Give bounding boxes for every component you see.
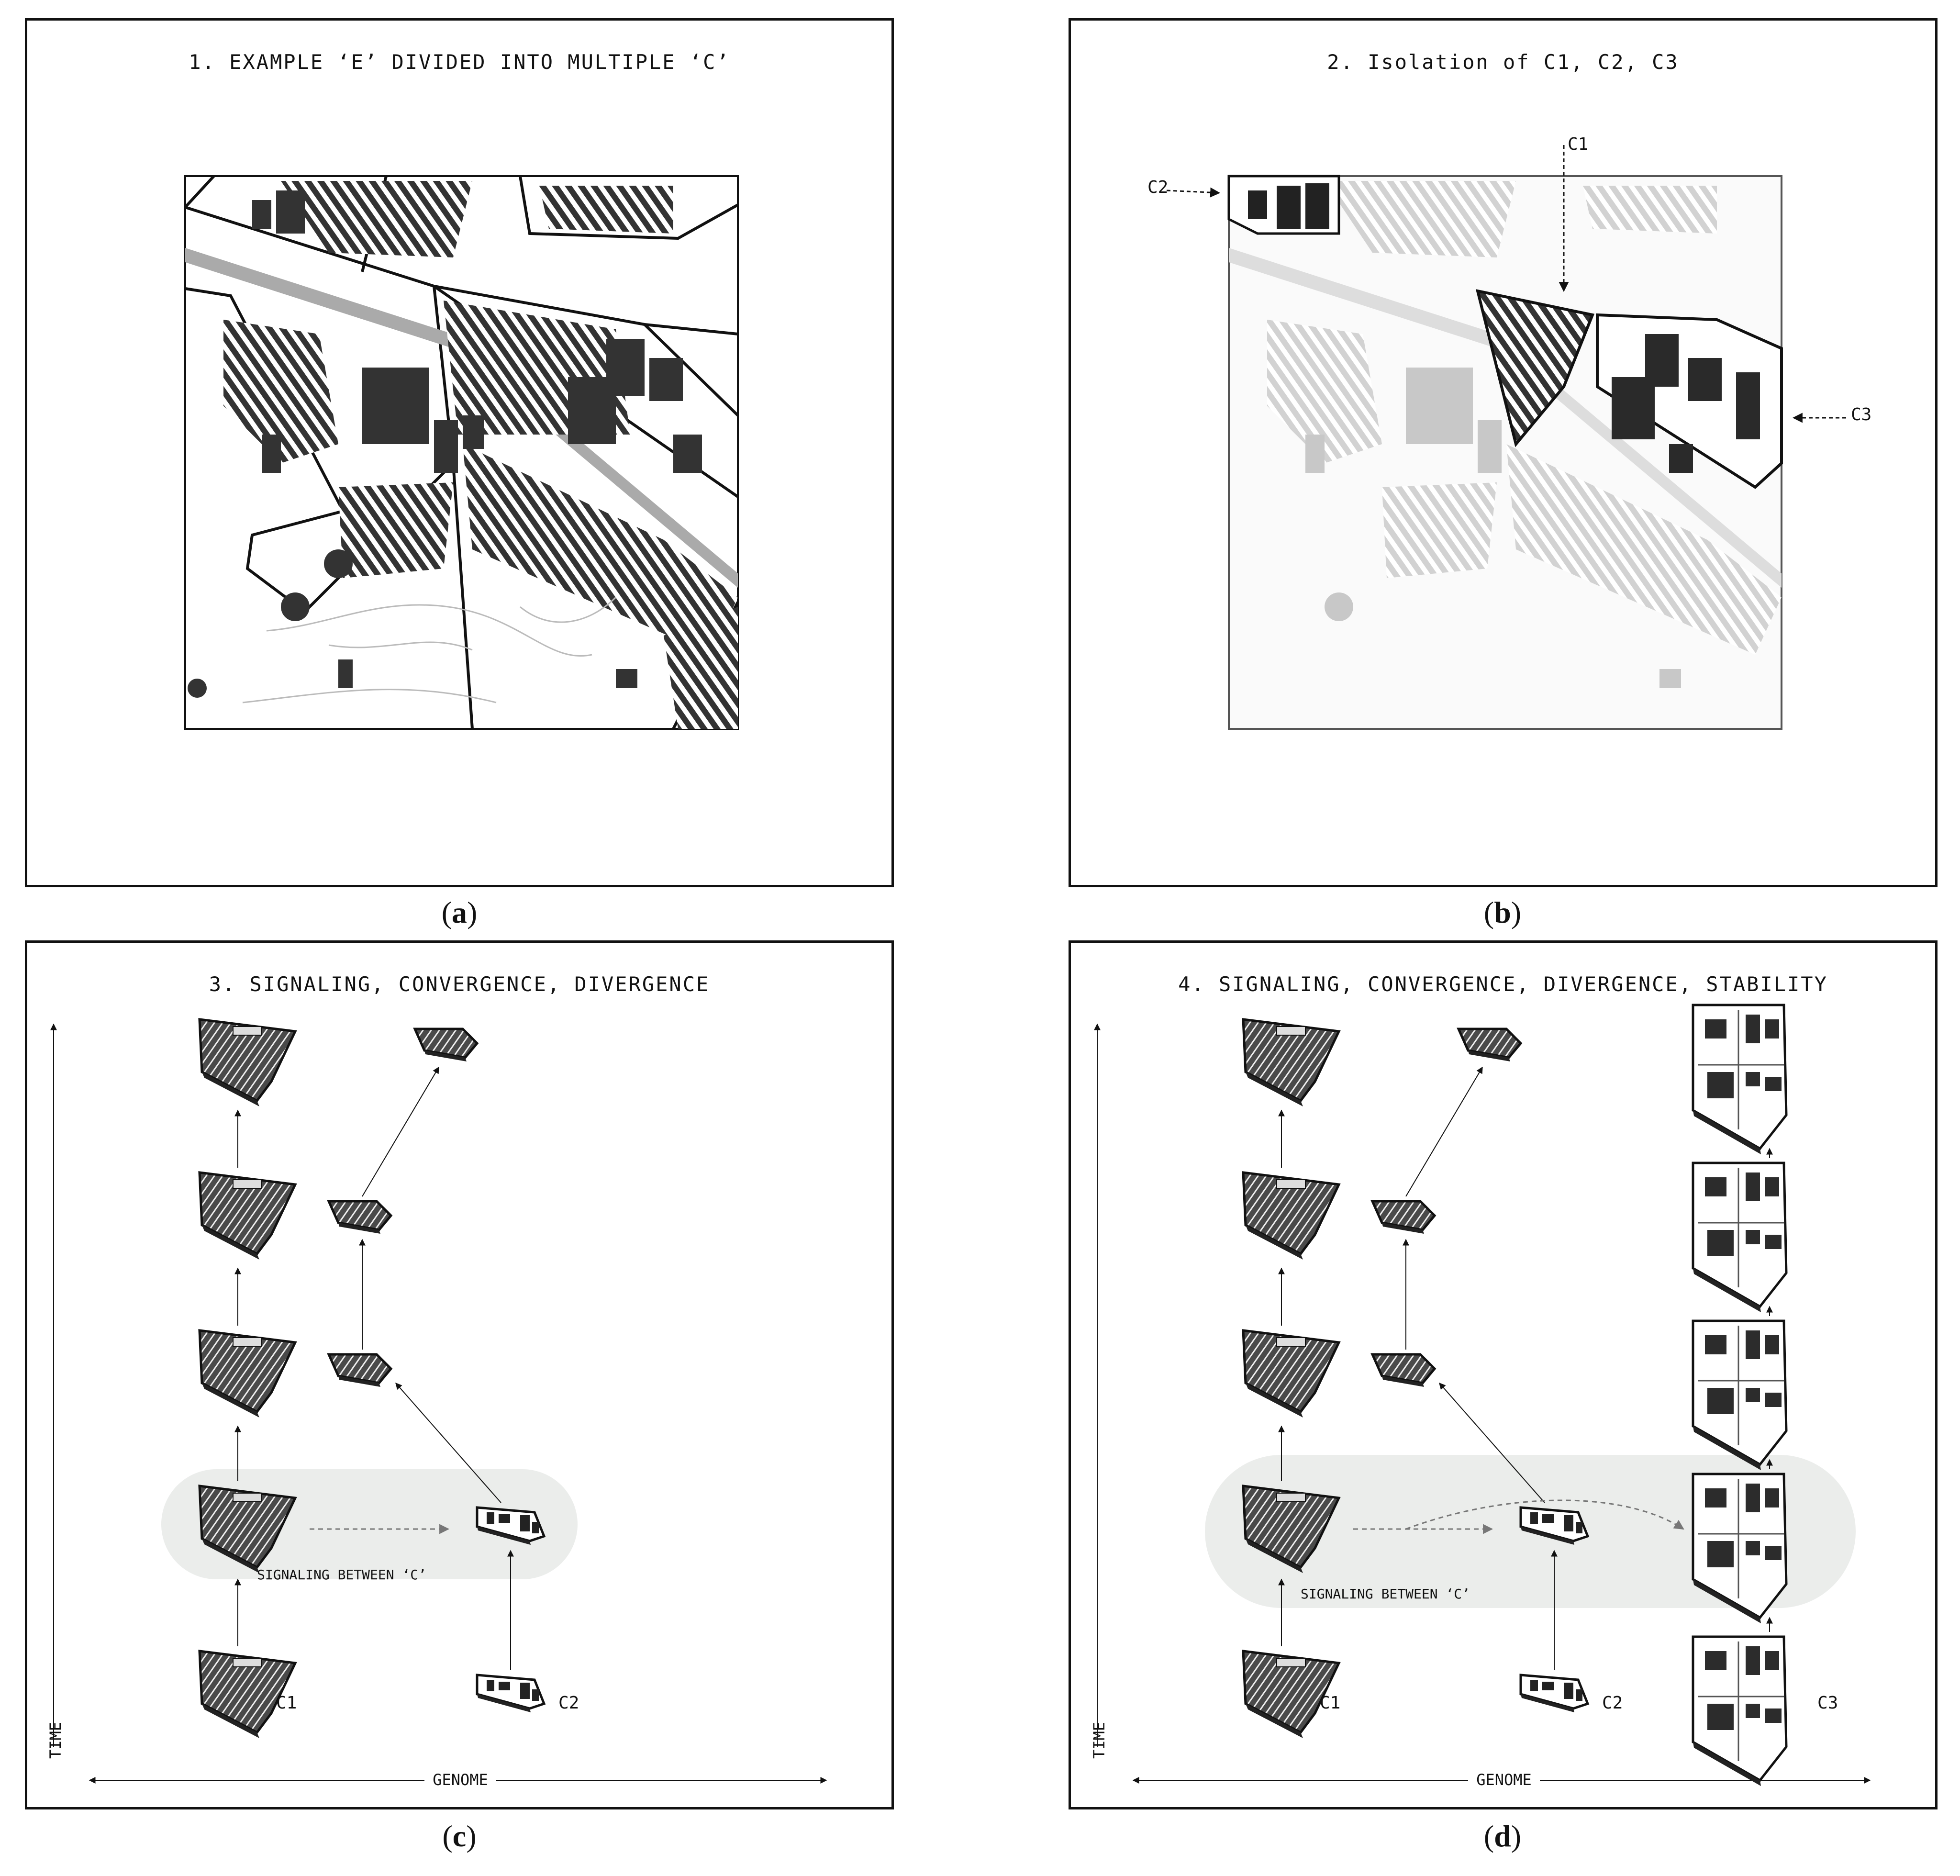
panel-c-title: 3. SIGNALING, CONVERGENCE, DIVERGENCE: [209, 972, 710, 996]
time-axis-label: TIME: [46, 1722, 65, 1759]
caption-a: (a): [412, 895, 507, 930]
genome-axis-label: GENOME: [433, 1771, 488, 1789]
label-d-c1: C1: [1320, 1693, 1340, 1713]
label-d-c3: C3: [1817, 1693, 1838, 1713]
panel-b-title: 2. Isolation of C1, C2, C3: [1327, 50, 1679, 74]
panel-a-title: 1. EXAMPLE ‘E’ DIVIDED INTO MULTIPLE ‘C’: [189, 50, 730, 74]
panel-d: 4. SIGNALING, CONVERGENCE, DIVERGENCE, S…: [1069, 940, 1938, 1809]
label-c-c1: C1: [276, 1693, 297, 1713]
panel-a: 1. EXAMPLE ‘E’ DIVIDED INTO MULTIPLE ‘C’: [25, 18, 894, 887]
caption-b-open: (: [1483, 895, 1494, 929]
caption-d: (d): [1455, 1819, 1550, 1854]
time-axis-label: TIME: [1090, 1722, 1108, 1759]
evolution-diagram-d: TIME GENOME: [1090, 943, 1871, 1789]
evolution-diagram-c: TIME GENOME SIGNALING BETWEEN ‘C’: [46, 943, 827, 1789]
caption-b-close: ): [1511, 895, 1522, 929]
panel-b: 2. Isolation of C1, C2, C3: [1069, 18, 1938, 887]
label-c-c2: C2: [558, 1693, 579, 1713]
caption-a-close: ): [467, 895, 478, 929]
caption-d-close: ): [1511, 1819, 1522, 1853]
label-b-c1: C1: [1568, 134, 1588, 154]
caption-d-open: (: [1483, 1819, 1494, 1853]
caption-c-close: ): [466, 1819, 477, 1853]
caption-b: (b): [1455, 895, 1550, 930]
label-b-c2: C2: [1147, 178, 1168, 197]
map-full: [184, 175, 739, 730]
caption-c-letter: c: [452, 1819, 467, 1853]
label-d-c2: C2: [1602, 1693, 1623, 1713]
caption-c-open: (: [442, 1819, 453, 1853]
caption-b-letter: b: [1494, 895, 1511, 929]
caption-d-letter: d: [1494, 1819, 1511, 1853]
signaling-label-d: SIGNALING BETWEEN ‘C’: [1301, 1586, 1470, 1602]
genome-axis-label: GENOME: [1476, 1771, 1532, 1789]
signaling-label-c: SIGNALING BETWEEN ‘C’: [257, 1567, 426, 1583]
panel-d-title: 4. SIGNALING, CONVERGENCE, DIVERGENCE, S…: [1178, 972, 1828, 996]
caption-a-open: (: [441, 895, 452, 929]
caption-c: (c): [412, 1819, 507, 1854]
caption-a-letter: a: [452, 895, 467, 929]
map-isolated: C1 C2 C3: [1147, 134, 1871, 730]
label-b-c3: C3: [1851, 405, 1871, 424]
panel-c: 3. SIGNALING, CONVERGENCE, DIVERGENCE TI…: [25, 940, 894, 1809]
